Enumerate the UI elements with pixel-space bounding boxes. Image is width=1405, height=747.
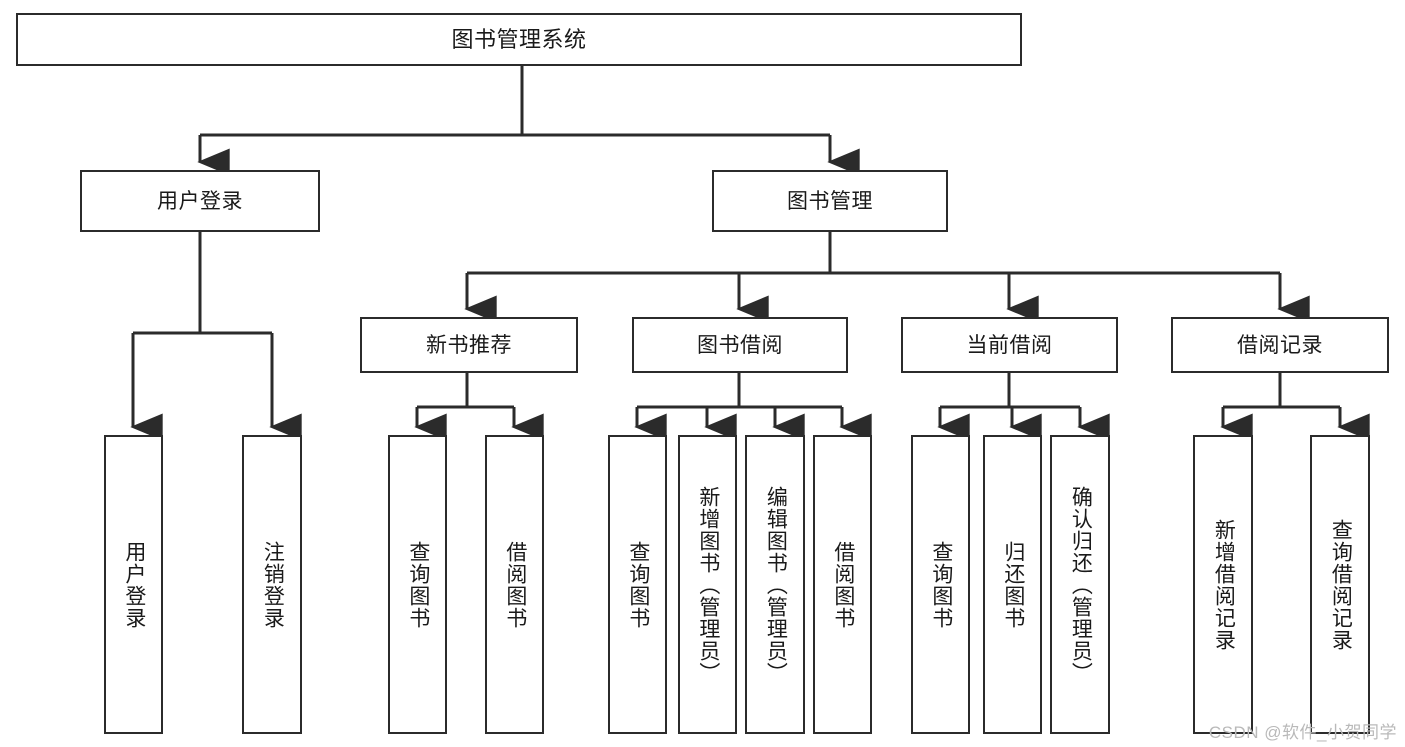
leaf-borrow-book-recommendation[interactable]: 借阅图书 <box>485 435 544 734</box>
leaf-borrow-book[interactable]: 借阅图书 <box>813 435 872 734</box>
node-root-library-management-system[interactable]: 图书管理系统 <box>16 13 1022 66</box>
leaf-query-book-borrowing[interactable]: 查询图书 <box>608 435 667 734</box>
node-current-borrowing[interactable]: 当前借阅 <box>901 317 1118 373</box>
node-label: 新增图书（管理员） <box>696 485 720 684</box>
leaf-logout[interactable]: 注销登录 <box>242 435 302 734</box>
leaf-add-book-admin[interactable]: 新增图书（管理员） <box>678 435 737 734</box>
node-label: 查询图书 <box>929 540 953 629</box>
node-label: 图书管理系统 <box>451 26 587 52</box>
leaf-confirm-return-admin[interactable]: 确认归还（管理员） <box>1050 435 1110 734</box>
leaf-edit-book-admin[interactable]: 编辑图书（管理员） <box>745 435 805 734</box>
node-book-borrowing[interactable]: 图书借阅 <box>632 317 848 373</box>
leaf-user-login[interactable]: 用户登录 <box>104 435 163 734</box>
leaf-return-book[interactable]: 归还图书 <box>983 435 1042 734</box>
node-label: 图书借阅 <box>697 333 783 357</box>
node-borrowing-records[interactable]: 借阅记录 <box>1171 317 1389 373</box>
node-label: 当前借阅 <box>966 333 1053 357</box>
node-label: 查询借阅记录 <box>1329 518 1353 651</box>
node-label: 借阅图书 <box>503 540 527 629</box>
leaf-add-borrowing-record[interactable]: 新增借阅记录 <box>1193 435 1253 734</box>
node-label: 图书管理 <box>787 189 873 213</box>
node-user-login[interactable]: 用户登录 <box>80 170 320 232</box>
node-label: 查询图书 <box>626 540 650 629</box>
node-book-management[interactable]: 图书管理 <box>712 170 948 232</box>
node-label: 借阅记录 <box>1237 333 1323 357</box>
node-label: 注销登录 <box>261 540 285 629</box>
node-label: 查询图书 <box>406 540 430 629</box>
node-label: 新增借阅记录 <box>1212 518 1236 651</box>
node-label: 新书推荐 <box>426 333 512 357</box>
node-label: 编辑图书（管理员） <box>764 485 788 684</box>
leaf-query-borrowing-record[interactable]: 查询借阅记录 <box>1310 435 1370 734</box>
node-label: 归还图书 <box>1001 540 1025 629</box>
node-new-book-recommendation[interactable]: 新书推荐 <box>360 317 578 373</box>
node-label: 用户登录 <box>122 540 146 629</box>
node-label: 用户登录 <box>157 189 243 213</box>
node-label: 借阅图书 <box>831 540 855 629</box>
watermark: CSDN @软件_小贺同学 <box>1208 723 1397 742</box>
leaf-query-book-recommendation[interactable]: 查询图书 <box>388 435 447 734</box>
node-label: 确认归还（管理员） <box>1069 485 1093 684</box>
leaf-query-book-current[interactable]: 查询图书 <box>911 435 970 734</box>
